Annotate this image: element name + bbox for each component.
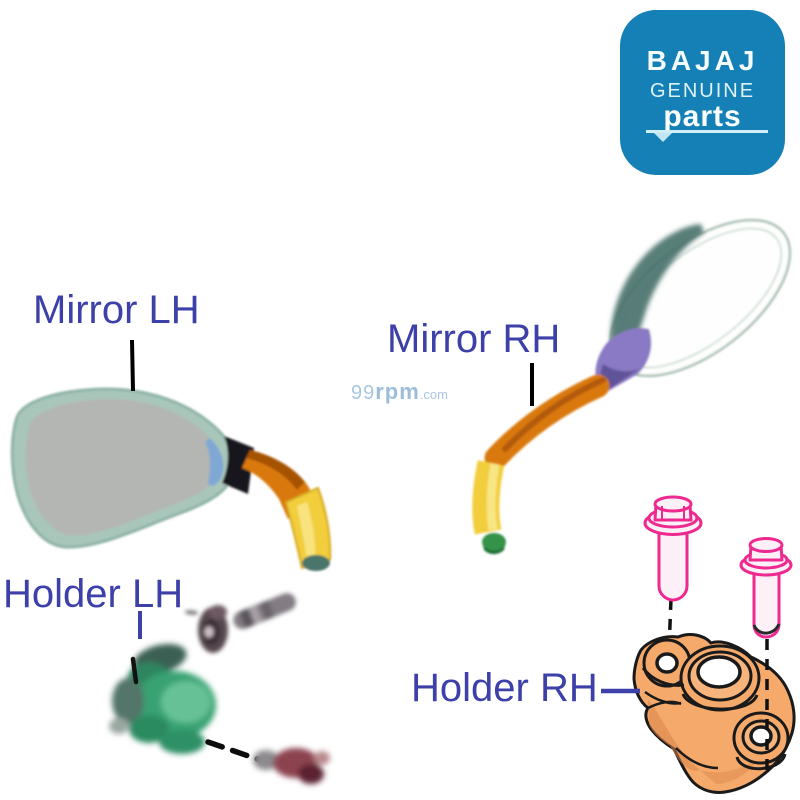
mirror-rh-drawing [472,218,792,555]
watermark: 99rpm.com [351,379,448,405]
screw-and-nut-drawing [185,593,296,653]
mirror-lh-label: Mirror LH [33,288,200,332]
holder-lh-mark [130,656,139,685]
holder-lh-dashed-line [205,739,263,763]
bolt-1-drawing [643,495,703,602]
holder-lh-drawing [109,643,216,754]
logo-arrow-icon [654,133,672,142]
mirror-lh-drawing [10,387,332,571]
logo-parts-text: parts [663,100,742,133]
logo-brand-text: BAJAJ [646,45,759,76]
logo-underline [646,130,768,133]
holder-rh-label: Holder RH [411,666,598,710]
bajaj-genuine-parts-logo: BAJAJ GENUINE parts [620,10,785,175]
watermark-part2: rpm [375,379,420,404]
bolt-2-drawing [739,537,793,639]
maroon-part-drawing [253,748,330,784]
holder-rh-drawing [632,633,796,794]
holder-lh-label: Holder LH [3,572,184,616]
mirror-lh-leader-line [130,339,135,392]
watermark-part1: 99 [351,382,376,404]
watermark-part3: .com [419,387,448,402]
mirror-rh-label: Mirror RH [387,317,561,361]
logo-genuine-text: GENUINE [649,80,756,102]
